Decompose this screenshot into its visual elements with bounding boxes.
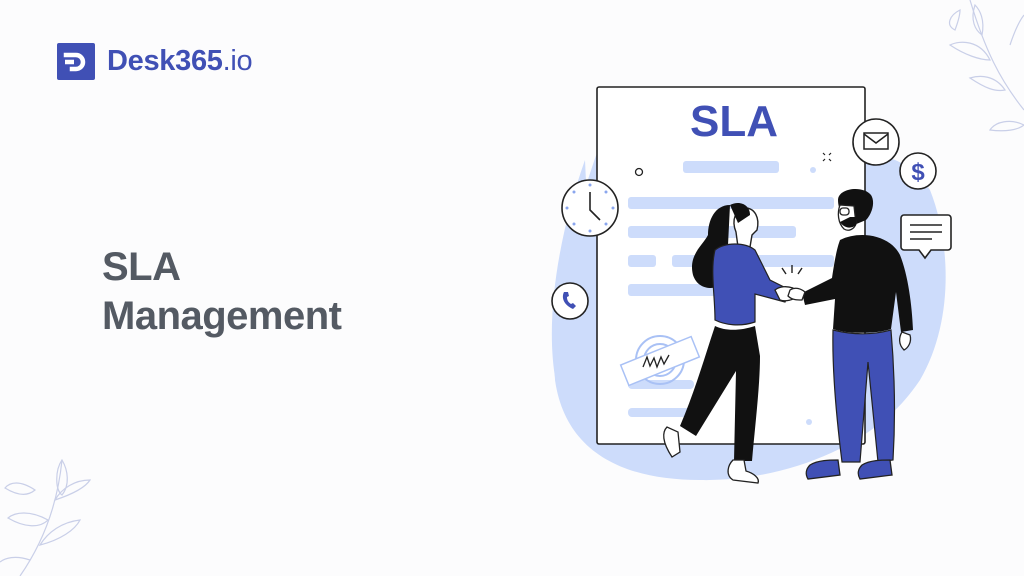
signature-stamp [619,335,701,387]
page-title: SLA Management [102,243,342,341]
desk365-logo-icon [57,43,95,80]
man-figure [787,188,913,480]
leaf-decoration-bottom-left-icon [0,458,92,576]
leaf-decoration-top-right-icon [948,0,1024,132]
document-title: SLA [690,97,778,146]
clock-icon [561,179,619,237]
dollar-icon: $ [899,152,937,190]
brand-tld: .io [222,45,253,77]
mail-icon [852,118,900,166]
title-line-1: SLA [102,245,181,289]
svg-text:$: $ [911,159,925,186]
title-line-2: Management [102,294,342,338]
brand-name: Desk365 [107,45,223,77]
woman-figure [663,203,799,484]
brand-wordmark: Desk365.io [107,45,253,78]
chat-bubble-icon [900,214,952,260]
brand-logo[interactable]: Desk365.io [57,43,253,80]
phone-icon [551,282,589,320]
